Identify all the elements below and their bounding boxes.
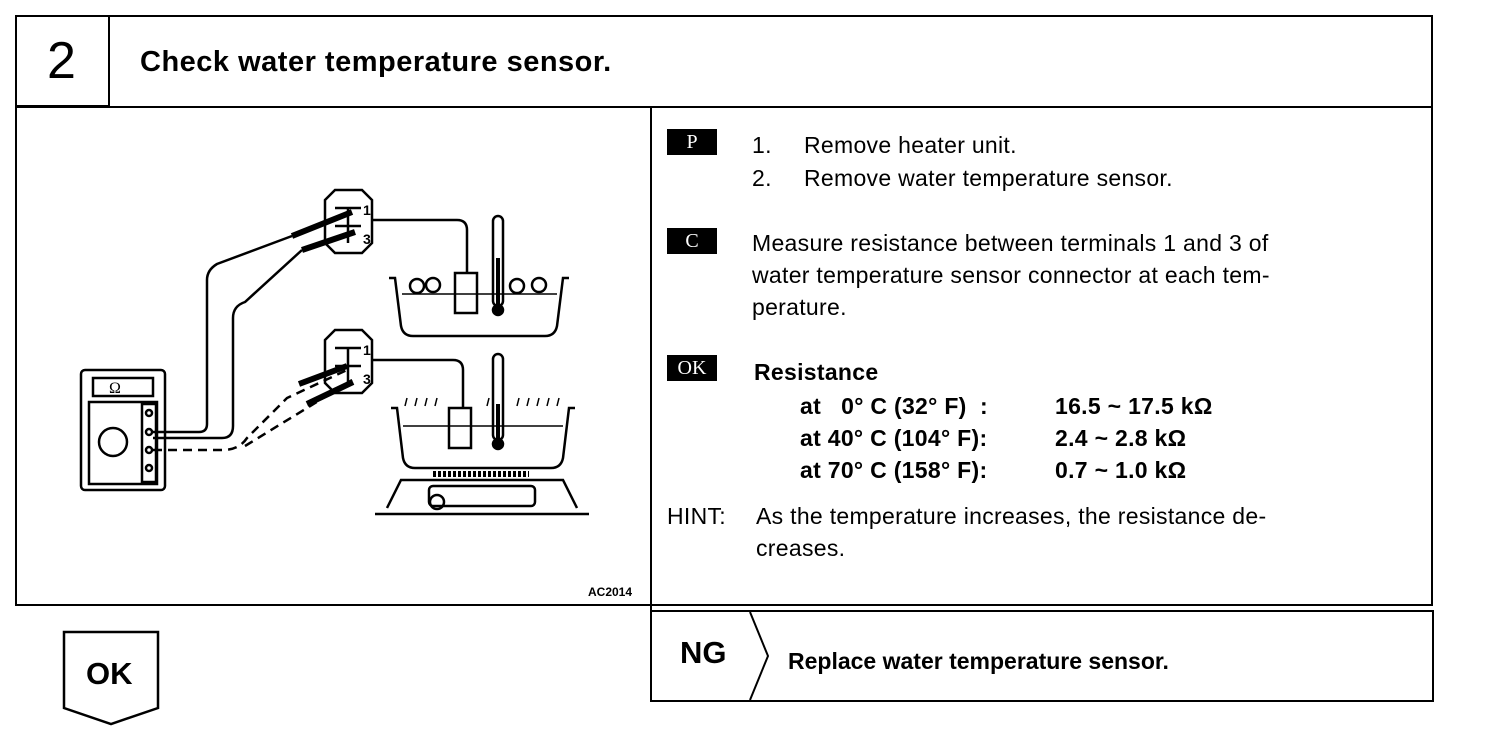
heater-stand [385,478,579,509]
c-instruction-line: Measure resistance between terminals 1 a… [752,230,1269,256]
ok-tag: OK [667,355,717,381]
terminal-1-label: 1 [363,202,371,218]
terminal-3-label: 3 [363,371,371,387]
p-tag: P [667,129,717,155]
ohmmeter-jack-strip [140,402,158,484]
spec-temperature: at 40° C (104° F): [800,425,988,451]
ohmmeter-jack [144,445,154,455]
hint-line: creases. [756,535,846,561]
ohmmeter-jack [144,463,154,473]
ng-arrow-divider [749,611,770,701]
terminal-1-label: 1 [363,342,371,358]
test-probe [301,229,356,253]
resistance-heading: Resistance [754,359,879,385]
spec-temperature: at 70° C (158° F): [800,457,988,483]
spec-value: 2.4 ~ 2.8 kΩ [1055,425,1187,451]
ng-box [650,610,1434,702]
sensor-wire [372,358,465,408]
ohmmeter-jack [144,427,154,437]
ohmmeter-jack [144,408,154,418]
sensor-wire [372,218,469,273]
p-step-text: Remove water temperature sensor. [804,165,1173,191]
c-tag: C [667,228,717,254]
ohmmeter-dial [97,426,129,458]
header-divider [15,106,1433,108]
test-lead [153,249,303,440]
water-temp-sensor [447,406,473,450]
test-probe [290,209,354,239]
step-number: 2 [47,32,76,90]
ok-result-label: OK [86,656,133,691]
spec-temperature: at 0° C (32° F) : [800,393,988,419]
hint-line: As the temperature increases, the resist… [756,503,1267,529]
sensor-connector [323,328,374,395]
test-lead [153,234,293,434]
water-temp-sensor [453,271,479,315]
column-divider [650,106,652,700]
spec-value: 0.7 ~ 1.0 kΩ [1055,457,1187,483]
ohmmeter-body [79,368,167,492]
hint-label: HINT: [667,503,726,529]
step-frame [15,15,1433,606]
test-probe [305,379,355,407]
sensor-connector [323,188,374,255]
ohmmeter-display [91,376,155,398]
c-instruction-line: perature. [752,294,847,320]
step-title: Check water temperature sensor. [140,46,612,78]
p-step-number: 2. [752,165,772,191]
ng-action: Replace water temperature sensor. [788,648,1169,674]
test-lead-dashed [153,368,348,452]
sensor-test-illustration: 1 3 1 3 Ω [79,188,589,516]
figure-code: AC2014 [588,585,633,599]
ice-water-container [389,276,569,338]
ng-label: NG [680,635,727,670]
terminal-3-label: 3 [363,231,371,247]
spec-value: 16.5 ~ 17.5 kΩ [1055,393,1213,419]
ok-arrow-box [62,630,160,726]
c-instruction-line: water temperature sensor connector at ea… [752,262,1270,288]
p-step-number: 1. [752,132,772,158]
p-step-text: Remove heater unit. [804,132,1017,158]
test-probe [297,363,349,387]
hot-water-container [391,406,575,470]
ohm-symbol: Ω [109,380,121,397]
